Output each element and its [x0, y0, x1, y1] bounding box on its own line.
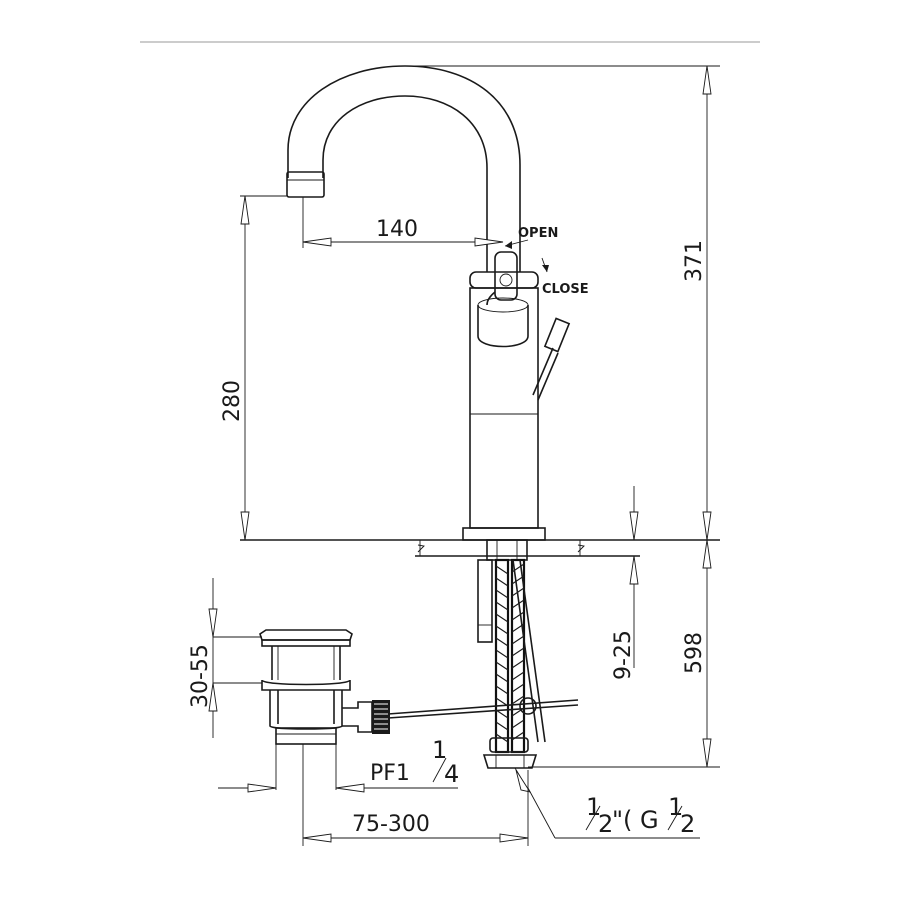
popup-rod: [387, 559, 579, 743]
dim-waste-distance-value: 75-300: [352, 812, 430, 837]
dim-below-deck: 598: [528, 539, 720, 768]
open-label: OPEN: [518, 226, 558, 241]
supply-hoses: [477, 539, 538, 793]
conn-b-num: 1: [668, 793, 683, 821]
dim-spout-height-value: 280: [220, 380, 245, 422]
conn-b-den: 2: [680, 810, 695, 838]
pf-prefix: PF1: [370, 761, 410, 786]
faucet-handle: [469, 251, 539, 306]
thread-pf-label: PF1 1 4: [218, 736, 459, 793]
faucet-body: [462, 287, 546, 541]
dim-waste-adjust-value: 30-55: [188, 644, 213, 708]
dim-spout-height: 280: [220, 195, 288, 541]
dim-below-deck-value: 598: [682, 632, 707, 674]
deck: [240, 539, 720, 557]
pf-frac-num: 1: [432, 736, 447, 764]
open-close-indicator: OPEN CLOSE: [504, 226, 589, 297]
drain-waste: [259, 629, 390, 745]
conn-a-num: 1: [586, 793, 601, 821]
close-label: CLOSE: [542, 282, 589, 297]
dim-total-height: 371: [405, 65, 720, 541]
dim-spout-reach-value: 140: [376, 217, 418, 242]
conn-a-den: 2: [598, 810, 613, 838]
dim-waste-adjust: 30-55: [188, 578, 262, 738]
popup-lever: [532, 317, 571, 401]
dim-deck-thickness-value: 9-25: [611, 630, 636, 680]
conn-mid: "( G: [612, 806, 659, 834]
pf-frac-den: 4: [444, 760, 459, 788]
dim-deck-thickness: 9-25: [545, 486, 640, 680]
dim-spout-reach: 140: [302, 197, 504, 248]
dim-waste-distance: 75-300: [302, 744, 529, 846]
connection-thread-label: 1 2 "( G 1 2: [527, 787, 700, 839]
dim-total-height-value: 371: [682, 240, 707, 282]
